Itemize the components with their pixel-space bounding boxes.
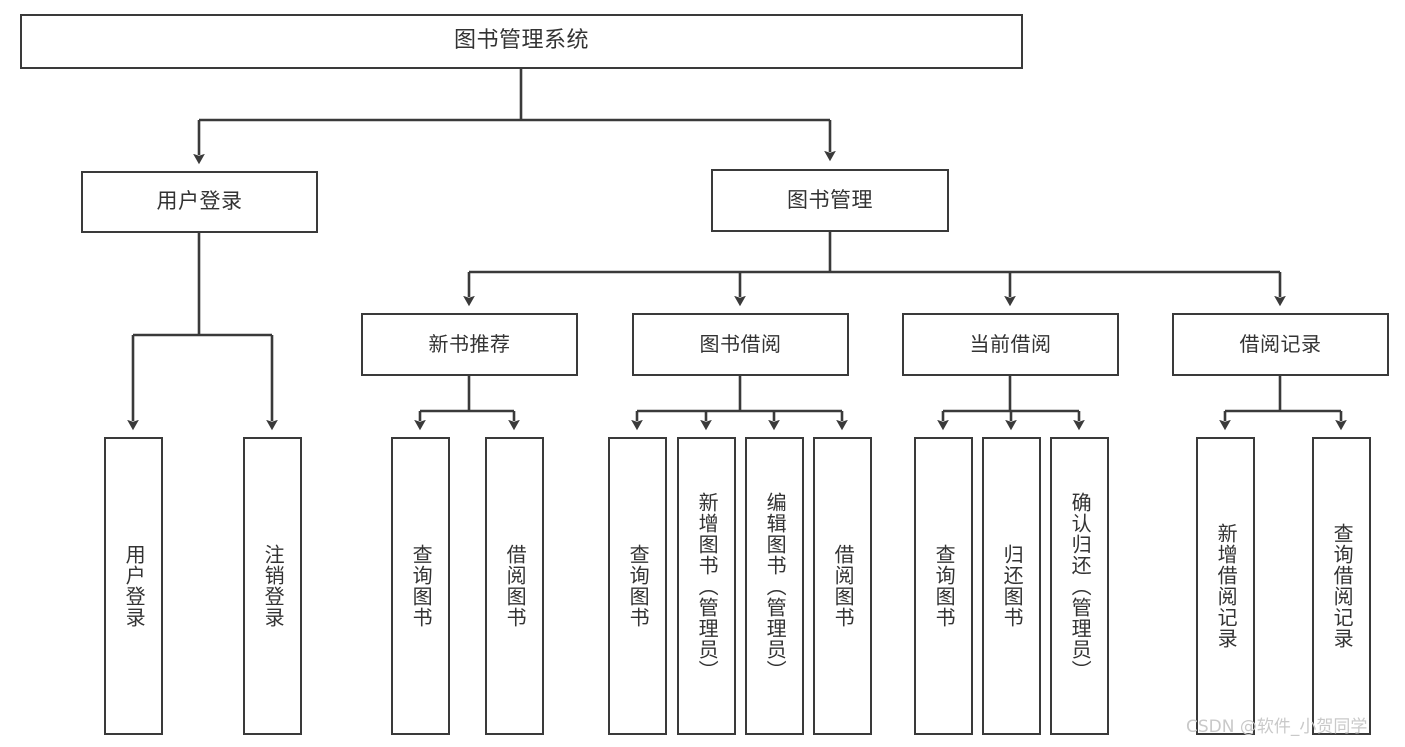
- node-user-login-label: 用户登录: [156, 189, 243, 214]
- node-leaf-add-record-label: 新增借阅记录: [1214, 523, 1239, 649]
- node-leaf-add-book-label: 新增图书（管理员）: [695, 491, 720, 681]
- node-borrow-record-label: 借阅记录: [1239, 332, 1322, 357]
- node-current-borrow[interactable]: 当前借阅: [902, 313, 1119, 376]
- watermark: CSDN @软件_小贺同学: [1186, 717, 1368, 737]
- node-leaf-query-book-3-label: 查询图书: [932, 544, 957, 628]
- node-leaf-user-login-label: 用户登录: [122, 544, 147, 628]
- node-leaf-user-login[interactable]: 用户登录: [104, 437, 163, 735]
- node-book-manage[interactable]: 图书管理: [711, 169, 949, 232]
- node-leaf-query-record[interactable]: 查询借阅记录: [1312, 437, 1371, 735]
- node-leaf-edit-book[interactable]: 编辑图书（管理员）: [745, 437, 804, 735]
- node-leaf-borrow-book-2[interactable]: 借阅图书: [813, 437, 872, 735]
- node-new-book-recommend-label: 新书推荐: [428, 332, 511, 357]
- node-borrow-record[interactable]: 借阅记录: [1172, 313, 1389, 376]
- node-leaf-add-book[interactable]: 新增图书（管理员）: [677, 437, 736, 735]
- node-book-borrow[interactable]: 图书借阅: [632, 313, 849, 376]
- node-leaf-query-book-1-label: 查询图书: [409, 544, 434, 628]
- node-book-borrow-label: 图书借阅: [699, 332, 782, 357]
- node-leaf-return-book[interactable]: 归还图书: [982, 437, 1041, 735]
- node-user-login[interactable]: 用户登录: [81, 171, 318, 233]
- node-leaf-query-book-3[interactable]: 查询图书: [914, 437, 973, 735]
- node-leaf-borrow-book-1-label: 借阅图书: [503, 544, 528, 628]
- node-leaf-query-record-label: 查询借阅记录: [1330, 523, 1355, 649]
- node-leaf-logout-label: 注销登录: [261, 544, 286, 628]
- node-leaf-logout[interactable]: 注销登录: [243, 437, 302, 735]
- node-leaf-borrow-book-1[interactable]: 借阅图书: [485, 437, 544, 735]
- node-current-borrow-label: 当前借阅: [969, 332, 1052, 357]
- node-leaf-confirm-return[interactable]: 确认归还（管理员）: [1050, 437, 1109, 735]
- node-leaf-query-book-2[interactable]: 查询图书: [608, 437, 667, 735]
- node-leaf-edit-book-label: 编辑图书（管理员）: [763, 491, 788, 681]
- node-leaf-confirm-return-label: 确认归还（管理员）: [1068, 491, 1093, 681]
- node-leaf-query-book-2-label: 查询图书: [626, 544, 651, 628]
- node-leaf-borrow-book-2-label: 借阅图书: [831, 544, 856, 628]
- node-leaf-query-book-1[interactable]: 查询图书: [391, 437, 450, 735]
- node-book-manage-label: 图书管理: [787, 187, 873, 212]
- node-leaf-return-book-label: 归还图书: [1000, 544, 1025, 628]
- node-new-book-recommend[interactable]: 新书推荐: [361, 313, 578, 376]
- node-leaf-add-record[interactable]: 新增借阅记录: [1196, 437, 1255, 735]
- node-root[interactable]: 图书管理系统: [20, 14, 1023, 69]
- node-root-label: 图书管理系统: [453, 28, 589, 54]
